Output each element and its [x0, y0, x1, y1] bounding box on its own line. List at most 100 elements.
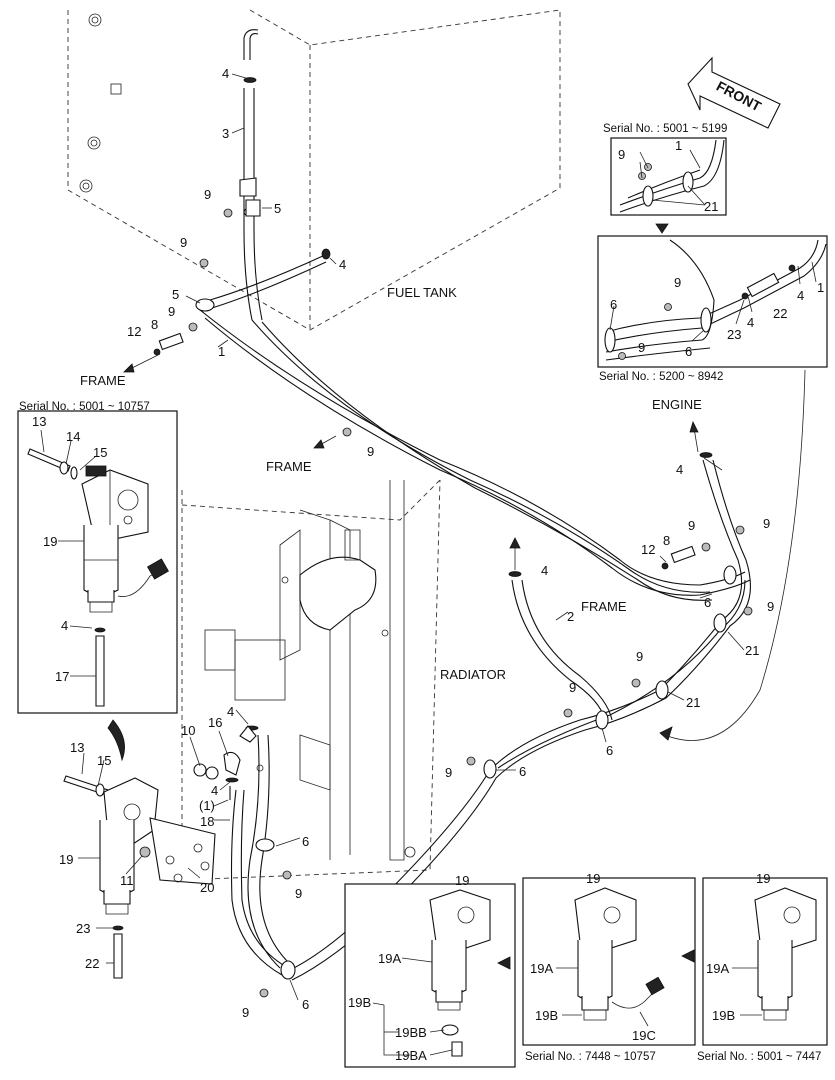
callout-6: 6 [302, 834, 309, 849]
callout-9: 9 [674, 275, 681, 290]
leader-lines [40, 73, 817, 1056]
callout-22: 22 [85, 956, 99, 971]
part-callouts: 4 3 9 5 9 4 5 9 8 12 1 FUEL TANK FRAME 9… [19, 66, 824, 1063]
callout-6: 6 [685, 344, 692, 359]
callout-18: 18 [200, 814, 214, 829]
callout-4: 4 [222, 66, 229, 81]
frame-label: FRAME [581, 599, 627, 614]
callout-9: 9 [168, 304, 175, 319]
callout-paren-1: (1) [199, 798, 215, 813]
callout-9: 9 [618, 147, 625, 162]
callout-5: 5 [274, 201, 281, 216]
callout-4: 4 [676, 462, 683, 477]
serial-top: Serial No. : 5001 ~ 5199 [603, 123, 727, 135]
detail-box-left [17, 410, 178, 714]
serial-bottom-right: Serial No. : 5001 ~ 7447 [697, 1051, 821, 1063]
callout-2: 2 [567, 609, 574, 624]
callout-9: 9 [763, 516, 770, 531]
callout-1: 1 [675, 138, 682, 153]
callout-19: 19 [43, 534, 57, 549]
engine-label: ENGINE [652, 397, 702, 412]
frame-label: FRAME [266, 459, 312, 474]
callout-6: 6 [519, 764, 526, 779]
callout-8: 8 [151, 317, 158, 332]
fuel-tank-outline [67, 9, 561, 331]
serial-bottom-mid: Serial No. : 7448 ~ 10757 [525, 1051, 656, 1063]
callout-8: 8 [663, 533, 670, 548]
variant-box-3 [681, 877, 828, 1046]
callout-3: 3 [222, 126, 229, 141]
frame-label: FRAME [80, 373, 126, 388]
callout-9: 9 [204, 187, 211, 202]
callout-19: 19 [455, 873, 469, 888]
callout-19b: 19B [348, 995, 371, 1010]
front-arrow: FRONT [687, 56, 781, 129]
callout-23: 23 [76, 921, 90, 936]
callout-20: 20 [200, 880, 214, 895]
serial-lower: Serial No. : 5200 ~ 8942 [599, 371, 723, 383]
callout-22: 22 [773, 306, 787, 321]
callout-4: 4 [541, 563, 548, 578]
callout-15: 15 [97, 753, 111, 768]
callout-6: 6 [610, 297, 617, 312]
callout-9: 9 [295, 886, 302, 901]
callout-19: 19 [586, 871, 600, 886]
bolts [153, 77, 753, 998]
callout-19bb: 19BB [395, 1025, 427, 1040]
callout-14: 14 [66, 429, 80, 444]
callout-4: 4 [339, 257, 346, 272]
callout-19: 19 [756, 871, 770, 886]
callout-12: 12 [641, 542, 655, 557]
fuel-tank-label: FUEL TANK [387, 285, 457, 300]
callout-19b: 19B [712, 1008, 735, 1023]
callout-12: 12 [127, 324, 141, 339]
hose-clamps [195, 207, 737, 980]
callout-9: 9 [688, 518, 695, 533]
radiator-outline [181, 479, 441, 881]
callout-4: 4 [211, 783, 218, 798]
callout-19a: 19A [378, 951, 401, 966]
callout-6: 6 [606, 743, 613, 758]
callout-23: 23 [727, 327, 741, 342]
lower-filter-assembly [63, 719, 259, 979]
callout-9: 9 [767, 599, 774, 614]
callout-6: 6 [302, 997, 309, 1012]
callout-15: 15 [93, 445, 107, 460]
callout-11: 11 [120, 873, 134, 888]
callout-4: 4 [61, 618, 68, 633]
callout-9: 9 [242, 1005, 249, 1020]
callout-19ba: 19BA [395, 1048, 427, 1063]
callout-9: 9 [569, 680, 576, 695]
callout-19: 19 [59, 852, 73, 867]
callout-21: 21 [686, 695, 700, 710]
callout-4: 4 [747, 315, 754, 330]
direction-arrows [123, 353, 699, 570]
callout-9: 9 [636, 649, 643, 664]
callout-9: 9 [638, 340, 645, 355]
callout-17: 17 [55, 669, 69, 684]
detail-box-lower [597, 235, 828, 368]
callout-16: 16 [208, 715, 222, 730]
callout-1: 1 [817, 280, 824, 295]
callout-6: 6 [704, 595, 711, 610]
callout-4: 4 [227, 704, 234, 719]
callout-4: 4 [797, 288, 804, 303]
callout-9: 9 [367, 444, 374, 459]
callout-21: 21 [704, 199, 718, 214]
callout-13: 13 [32, 414, 46, 429]
callout-1: 1 [218, 344, 225, 359]
radiator-label: RADIATOR [440, 667, 506, 682]
callout-9: 9 [445, 765, 452, 780]
callout-19a: 19A [706, 961, 729, 976]
detail-box-top [610, 137, 727, 234]
callout-21: 21 [745, 643, 759, 658]
callout-10: 10 [181, 723, 195, 738]
variant-box-2 [497, 877, 696, 1046]
variant-box-1 [344, 883, 516, 1068]
callout-5: 5 [172, 287, 179, 302]
serial-left: Serial No. : 5001 ~ 10757 [19, 401, 150, 413]
callout-19c: 19C [632, 1028, 656, 1043]
callout-13: 13 [70, 740, 84, 755]
